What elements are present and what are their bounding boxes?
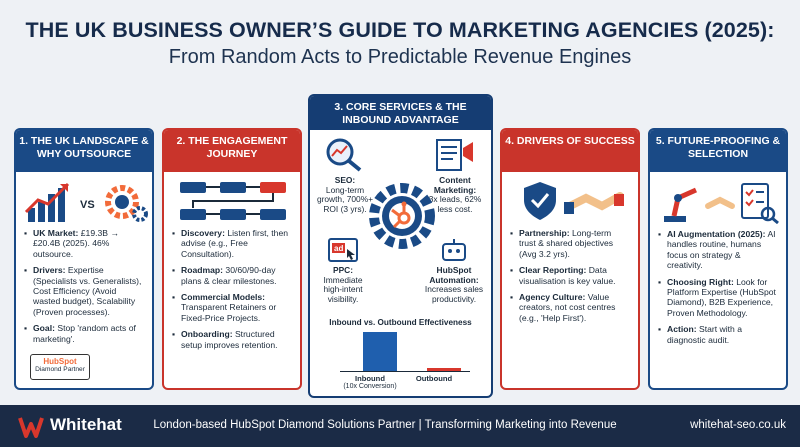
bullet-label: Drivers: [33,265,66,276]
bullet-label: Agency Culture: [519,292,586,303]
footer: Whitehat London-based HubSpot Diamond So… [0,405,800,447]
automation-robot-icon [442,239,466,261]
vs-text: VS [80,199,95,211]
growth-chart-icon: VS [24,182,148,222]
bullet-text: Value creators, not cost centres (e.g., … [519,292,616,323]
future-bullet: AI Augmentation (2025): AI handles routi… [658,229,778,271]
bullet-text: Start with a diagnostic audit. [667,324,742,345]
page-title: THE UK BUSINESS OWNER’S GUIDE TO MARKETI… [25,18,775,42]
drivers-bullet: Agency Culture: Value creators, not cost… [510,292,630,323]
engagement-bullets: Discovery: Listen first, then advise (e.… [172,228,292,350]
bullet-label: Goal: [33,323,55,334]
drivers-bullet: Partnership: Long-term trust & shared ob… [510,228,630,259]
landscape-bullets: UK Market: £19.3B → £20.4B (2025). 46% o… [24,228,144,344]
content-document-icon [436,139,473,171]
bullet-label: Clear Reporting: [519,265,587,276]
bullet-label: Choosing Right: [667,276,734,287]
engagement-bullet: Roadmap: 30/60/90-day plans & clear mile… [172,265,292,286]
ppc-ad-icon: ad [328,238,358,262]
content-text: 3x leads, 62% less cost. [428,194,482,214]
whitehat-logo-icon [18,417,44,438]
page-subtitle: From Random Acts to Predictable Revenue … [168,46,632,68]
panel-future-proofing: 5. Future-Proofing & Selection AI Augmen… [648,128,788,390]
engagement-bullet: Discovery: Listen first, then advise (e.… [172,228,292,259]
bar-outbound [427,368,461,372]
bar-inbound [363,332,397,372]
bullet-label: Onboarding: [181,329,233,340]
future-bullets: AI Augmentation (2025): AI handles routi… [658,229,778,345]
handshake-shield-icon [524,182,624,220]
panel-title: 1. The UK Landscape & Why Outsource [16,130,152,172]
seo-magnifier-icon [326,138,362,172]
bullet-label: Action: [667,324,697,335]
bullet-text: £19.3B → £20.4B (2025). 46% outsource. [33,228,119,259]
bullet-text: 30/60/90-day plans & clear milestones. [181,265,277,286]
badge-brand: HubSpot [43,357,77,366]
bullet-text: Listen first, then advise (e.g., Free Co… [181,228,289,259]
bullet-text: Transparent Retainers or Fixed-Price Pro… [181,302,277,323]
content-label: Content Marketing: 3x leads, 62% less co… [423,175,487,214]
svg-text:ad: ad [334,244,343,253]
seo-heading: SEO: [334,175,356,185]
bullet-text: Data visualisation is key value. [519,265,616,286]
drivers-bullet: Clear Reporting: Data visualisation is k… [510,265,630,286]
content-heading: Content Marketing: [433,175,477,195]
panel-title: 3. Core Services & The Inbound Advantage [310,96,491,130]
hubspot-partner-badge: HubSpot Diamond Partner [30,354,90,380]
bullet-label: UK Market: [33,228,79,238]
engagement-bullet: Onboarding: Structured setup improves re… [172,329,292,350]
gears-icon [105,185,148,222]
future-bullet: Action: Start with a diagnostic audit. [658,324,778,345]
panel-title: 2. The Engagement Journey [164,130,300,172]
landscape-bullet: Goal: Stop 'random acts of marketing'. [24,323,144,344]
ppc-heading: PPC: [332,265,353,275]
ppc-text: Immediate high-intent visibility. [323,274,363,304]
drivers-bullets: Partnership: Long-term trust & shared ob… [510,228,630,323]
bullet-text: Look for Platform Expertise (HubSpot Dia… [667,276,776,318]
badge-line: Diamond Partner [35,366,85,373]
ppc-label: PPC: Immediate high-intent visibility. [314,265,372,304]
engagement-bullet: Commercial Models: Transparent Retainers… [172,292,292,323]
bullet-label: Discovery: [181,228,225,238]
bullet-text: Expertise (Specialists vs. Generalists),… [33,265,142,317]
panel-title: 5. Future-Proofing & Selection [650,130,786,172]
bullet-text: Long-term trust & shared objectives (Avg… [519,228,614,259]
footer-tagline: London-based HubSpot Diamond Solutions P… [153,419,617,431]
footer-brand: Whitehat [50,415,122,434]
landscape-bullet: Drivers: Expertise (Specialists vs. Gene… [24,265,144,317]
bullet-label: Commercial Models: [181,292,266,303]
robot-arm-checklist-icon [664,183,779,225]
seo-label: SEO: Long-term growth, 700%+ ROI (3 yrs)… [316,175,374,214]
hubspot-gear-icon [369,183,435,249]
bullet-label: Roadmap: [181,265,224,276]
automation-heading: HubSpot Automation: [429,265,479,285]
seo-text: Long-term growth, 700%+ ROI (3 yrs). [316,184,374,214]
panel-engagement-journey: 2. The Engagement Journey Discovery: Lis… [162,128,302,390]
panel-drivers-of-success: 4. Drivers of Success Partnership: Long-… [500,128,640,390]
bullet-text: Stop 'random acts of marketing'. [33,323,136,344]
bullet-label: Partnership: [519,228,570,238]
automation-label: HubSpot Automation: Increases sales prod… [421,265,487,304]
chart-title: Inbound vs. Outbound Effectiveness [329,318,472,327]
bullet-text: Structured setup improves retention. [181,329,278,350]
footer-website-link[interactable]: whitehat-seo.co.uk [690,419,786,431]
bullet-text: AI handles routine, humans focus on stra… [667,229,776,271]
panel-core-services: 3. Core Services & The Inbound Advantage… [308,94,493,398]
landscape-bullet: UK Market: £19.3B → £20.4B (2025). 46% o… [24,228,144,259]
bullet-label: AI Augmentation (2025): [667,229,766,239]
future-bullet: Choosing Right: Look for Platform Expert… [658,277,778,319]
bar-label-outbound: Outbound [415,374,453,383]
panel-title: 4. Drivers of Success [502,130,638,172]
panel-uk-landscape: 1. The UK Landscape & Why Outsource VS U… [14,128,154,390]
bar-label-inbound: Inbound (10x Conversion) [343,374,397,390]
automation-text: Increases sales productivity. [424,284,484,304]
inbound-outbound-chart [340,332,470,372]
header: THE UK BUSINESS OWNER’S GUIDE TO MARKETI… [0,0,800,82]
flowchart-icon [180,182,286,220]
